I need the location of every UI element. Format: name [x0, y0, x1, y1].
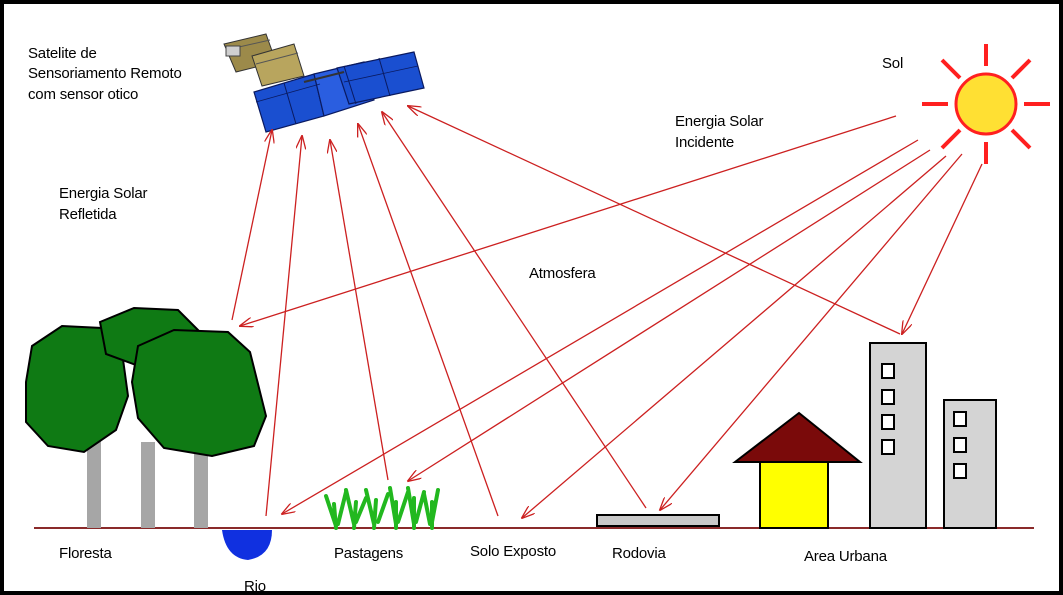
reflected-arrow-river	[265, 136, 302, 517]
house-icon	[732, 411, 863, 529]
tree-icon	[130, 328, 268, 458]
river-water	[222, 530, 272, 560]
incident-label-line1: Energia Solar	[675, 113, 764, 130]
incident-arrow-urban	[902, 163, 983, 334]
building-icon	[869, 342, 927, 529]
urban-area-label: Area Urbana	[804, 548, 887, 565]
reflected-arrow-urban	[408, 106, 901, 335]
remote-sensing-diagram	[25, 33, 1050, 560]
forest-label: Floresta	[59, 545, 112, 562]
pasture-label: Pastagens	[334, 545, 404, 562]
incident-arrow-river	[282, 139, 919, 514]
tree-icon	[25, 324, 130, 454]
forest-trees	[25, 306, 268, 528]
atmosphere-label: Atmosfera	[529, 265, 596, 282]
highway-label: Rodovia	[612, 545, 666, 562]
incident-arrow-forest	[240, 115, 897, 326]
satellite-label-line1: Satelite de	[28, 45, 97, 62]
tree-trunk	[87, 430, 101, 528]
reflected-energy-arrows	[231, 106, 901, 517]
satellite-label-line3: com sensor otico	[28, 86, 139, 103]
tree-trunk	[141, 442, 155, 528]
bare-soil-label: Solo Exposto	[470, 543, 556, 560]
incident-arrow-soil	[522, 155, 947, 518]
building-icon	[943, 399, 997, 529]
reflected-label-line1: Energia Solar	[59, 185, 148, 202]
incident-arrow-pasture	[408, 149, 931, 481]
sun-label: Sol	[882, 55, 904, 72]
incident-arrow-road	[660, 153, 963, 510]
reflected-arrow-road	[382, 112, 647, 509]
satellite-icon	[223, 33, 425, 133]
sun-icon	[922, 44, 1050, 164]
incident-energy-arrows	[240, 115, 983, 518]
reflected-label-line2: Refletida	[59, 206, 117, 223]
satellite-label-line2: Sensoriamento Remoto	[28, 65, 182, 82]
reflected-arrow-forest	[231, 130, 272, 321]
incident-label-line2: Incidente	[675, 134, 735, 151]
road-strip	[596, 514, 720, 527]
reflected-arrow-soil	[358, 124, 499, 517]
grass-icon	[324, 486, 440, 530]
reflected-arrow-pasture	[330, 140, 389, 481]
river-label: Rio	[244, 578, 266, 595]
